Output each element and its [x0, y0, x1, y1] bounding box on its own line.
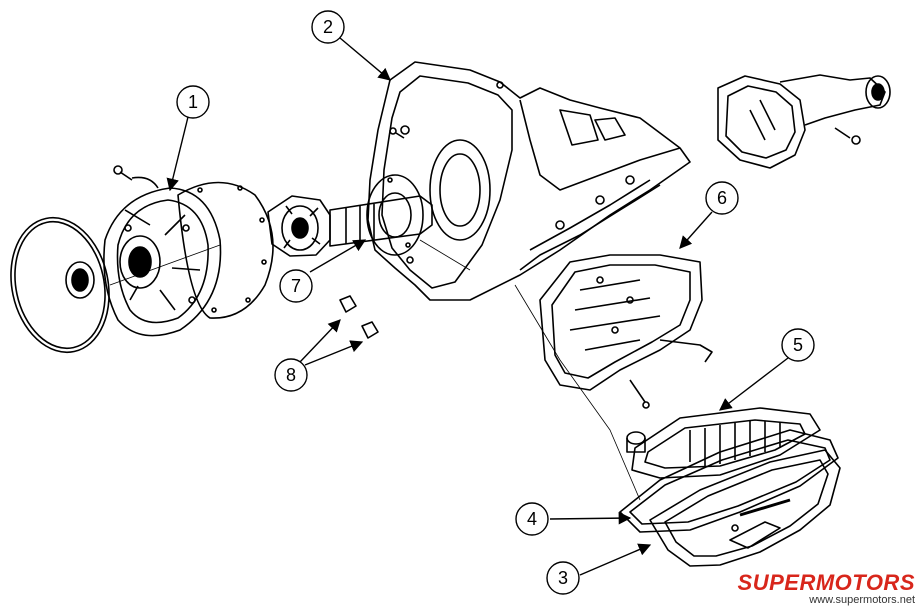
callout-2-label: 2 — [323, 17, 333, 37]
watermark: SUPERMOTORS www.supermotors.net — [737, 570, 915, 607]
callout-1 — [176, 85, 210, 119]
callout-4 — [515, 502, 549, 536]
pump-assembly-icon — [103, 165, 222, 337]
callout-7-label: 7 — [291, 276, 301, 296]
callout-6 — [705, 181, 739, 215]
callout-8-label: 8 — [286, 365, 296, 385]
callout-8 — [274, 358, 308, 392]
callout-3 — [546, 561, 580, 595]
bolt-icon — [339, 127, 405, 339]
front-seal-ring-icon — [10, 216, 110, 354]
extension-housing-icon — [717, 74, 891, 169]
callout-5-label: 5 — [793, 335, 803, 355]
stator-support-icon — [329, 174, 433, 256]
pump-gasket-icon — [177, 181, 274, 319]
pan-gasket-icon — [619, 429, 839, 533]
valve-body-icon — [539, 254, 713, 409]
watermark-brand: SUPERMOTORS — [737, 570, 915, 595]
watermark-url[interactable]: www.supermotors.net — [809, 594, 915, 606]
oil-pan-icon — [649, 449, 841, 567]
pump-gears-icon — [267, 195, 331, 257]
callout-3-label: 3 — [558, 568, 568, 588]
filter-icon — [626, 407, 821, 479]
transmission-case-icon — [367, 61, 691, 301]
callout-4-label: 4 — [527, 509, 537, 529]
callout-5 — [781, 328, 815, 362]
callout-6-label: 6 — [717, 188, 727, 208]
callout-1-label: 1 — [188, 92, 198, 112]
callout-2 — [311, 10, 345, 44]
callout-7 — [279, 269, 313, 303]
